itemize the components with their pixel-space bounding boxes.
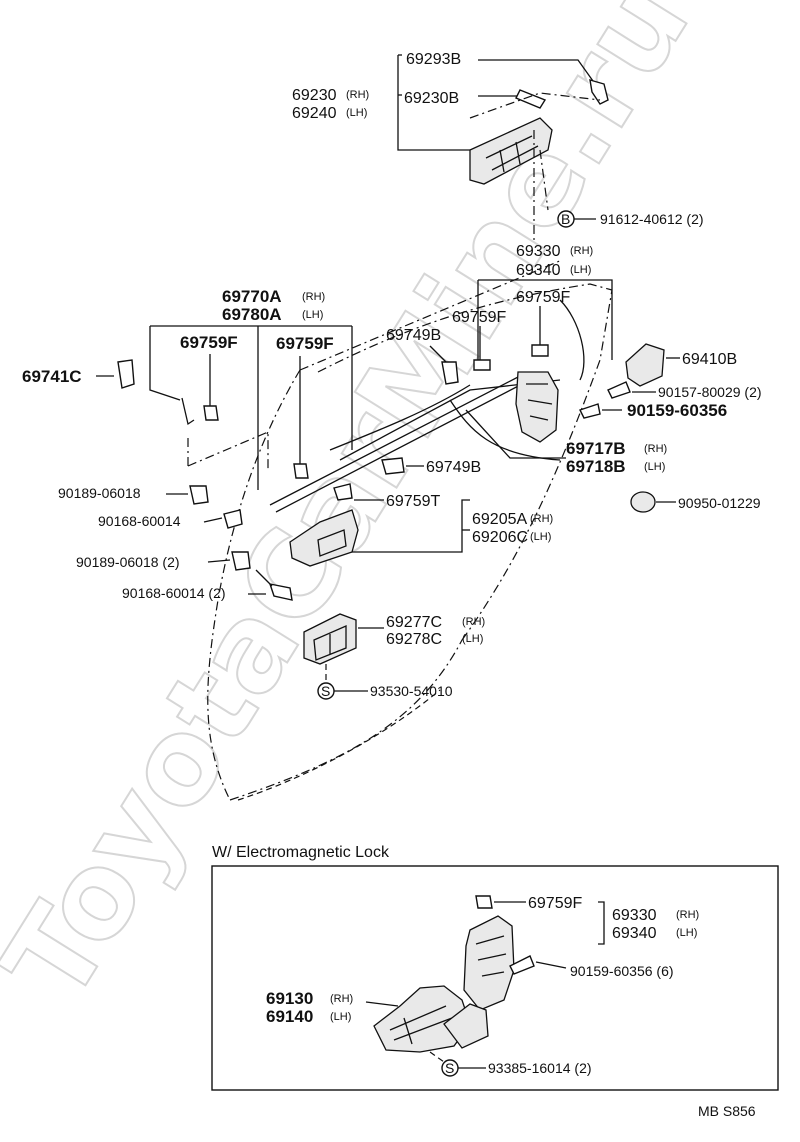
label-69206C: 69206C — [472, 529, 528, 546]
label-69240: 69240 — [292, 105, 337, 122]
label-69293B: 69293B — [406, 51, 461, 68]
label-69759T: 69759T — [386, 493, 440, 510]
label-69410B: 69410B — [682, 351, 737, 368]
outside-handle-group — [397, 54, 609, 240]
label-rh: (RH) — [644, 443, 667, 455]
label-lh: (LH) — [346, 107, 367, 119]
label-69780A: 69780A — [222, 305, 282, 324]
inset-label-69759F: 69759F — [528, 895, 582, 912]
footer-code: MB S856 — [698, 1103, 756, 1119]
label-90189-top: 90189-06018 — [58, 485, 141, 501]
inset-label-69140: 69140 — [266, 1007, 313, 1026]
label-rh: (RH) — [330, 993, 353, 1005]
inset-frame — [211, 865, 779, 1091]
label-rh: (RH) — [530, 513, 553, 525]
callout-s-inset: S — [445, 1060, 454, 1076]
label-90168-top: 90168-60014 — [98, 513, 181, 529]
label-lh: (LH) — [462, 633, 483, 645]
label-lh: (LH) — [530, 531, 551, 543]
label-rh: (RH) — [676, 909, 699, 921]
label-69759F-right: 69759F — [516, 289, 570, 306]
callout-s-upper: S — [321, 683, 330, 699]
label-rh: (RH) — [462, 616, 485, 628]
label-69759F-left: 69759F — [180, 333, 238, 352]
inset-title: W/ Electromagnetic Lock — [212, 844, 390, 861]
label-lh: (LH) — [330, 1011, 351, 1023]
label-90189-bottom: 90189-06018 (2) — [76, 554, 180, 570]
label-69277C: 69277C — [386, 614, 442, 631]
label-69278C: 69278C — [386, 631, 442, 648]
label-90168-bottom: 90168-60014 (2) — [122, 585, 226, 601]
label-lh: (LH) — [676, 927, 697, 939]
label-90159: 90159-60356 — [627, 401, 727, 420]
label-69741C: 69741C — [22, 367, 82, 386]
label-69205A: 69205A — [472, 511, 527, 528]
electromagnetic-lock-assembly — [373, 895, 567, 1063]
door-lock-body — [515, 371, 559, 443]
inset-label-90159: 90159-60356 (6) — [570, 963, 674, 979]
inset-label-69340: 69340 — [612, 925, 657, 942]
label-91612: 91612-40612 (2) — [600, 211, 704, 227]
inset-label-69330: 69330 — [612, 907, 657, 924]
label-69770A: 69770A — [222, 287, 282, 306]
label-69717B: 69717B — [566, 439, 626, 458]
label-90950: 90950-01229 — [678, 495, 761, 511]
label-rh: (RH) — [346, 89, 369, 101]
label-69749B-top: 69749B — [386, 327, 441, 344]
label-69718B: 69718B — [566, 457, 626, 476]
callout-b: B — [561, 211, 570, 227]
label-69759F-middle: 69759F — [452, 309, 506, 326]
label-69759F-center: 69759F — [276, 334, 334, 353]
label-69749B-bottom: 69749B — [426, 459, 481, 476]
label-69230: 69230 — [292, 87, 337, 104]
label-69230B: 69230B — [404, 90, 459, 107]
label-rh: (RH) — [570, 245, 593, 257]
striker-69410B — [625, 343, 665, 387]
label-rh: (RH) — [302, 291, 325, 303]
label-69330: 69330 — [516, 243, 561, 260]
label-lh: (LH) — [302, 309, 323, 321]
label-lh: (LH) — [644, 461, 665, 473]
inset-label-93385: 93385-16014 (2) — [488, 1060, 592, 1076]
label-lh: (LH) — [570, 264, 591, 276]
label-93530: 93530-54010 — [370, 683, 453, 699]
label-69340: 69340 — [516, 262, 561, 279]
cap-90950 — [630, 491, 656, 513]
inset-label-69130: 69130 — [266, 989, 313, 1008]
label-90157: 90157-80029 (2) — [658, 384, 762, 400]
